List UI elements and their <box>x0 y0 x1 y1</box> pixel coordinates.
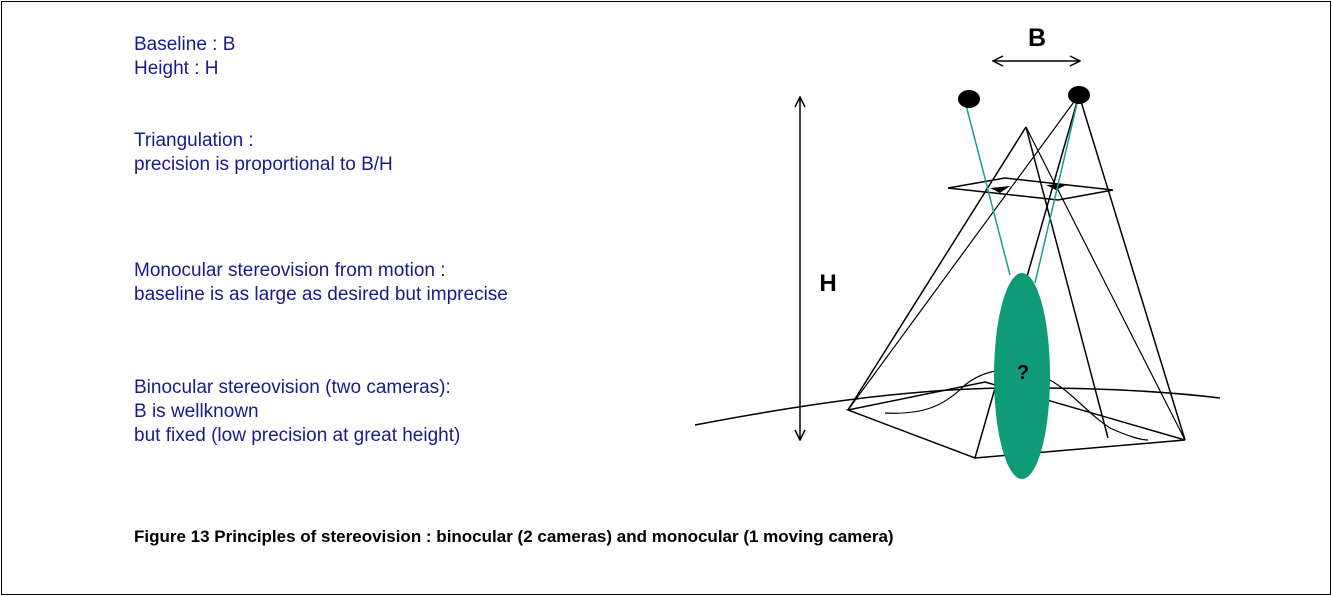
left-camera-rays <box>847 126 1109 439</box>
unknown-object <box>994 273 1050 479</box>
triangulation-note: precision is proportional to B/H <box>134 154 393 175</box>
right-camera-icon <box>1068 86 1090 104</box>
monocular-heading: Monocular stereovision from motion : <box>134 260 446 281</box>
binocular-block: Binocular stereovision (two cameras): B … <box>134 376 460 448</box>
figure-caption: Figure 13 Principles of stereovision : b… <box>134 527 894 546</box>
left-camera-icon <box>958 90 980 108</box>
monocular-note: baseline is as large as desired but impr… <box>134 284 508 305</box>
ground-line <box>694 387 1221 426</box>
triangulation-block: Triangulation : precision is proportiona… <box>134 129 393 177</box>
right-camera-rays <box>847 94 1186 459</box>
baseline-definition: Baseline : B <box>134 34 236 55</box>
sight-lines <box>965 94 1080 284</box>
binocular-heading: Binocular stereovision (two cameras): <box>134 377 451 398</box>
unknown-label: ? <box>1017 362 1029 384</box>
binocular-note-2: but fixed (low precision at great height… <box>134 425 461 446</box>
height-definition: Height : H <box>134 58 219 79</box>
monocular-block: Monocular stereovision from motion : bas… <box>134 259 508 307</box>
triangulation-heading: Triangulation : <box>134 130 254 151</box>
baseline-label: B <box>1028 24 1046 52</box>
height-label: H <box>819 270 836 297</box>
image-plane <box>947 177 1114 201</box>
definitions-block: Baseline : B Height : H <box>134 33 235 81</box>
binocular-note-1: B is wellknown <box>134 401 259 422</box>
